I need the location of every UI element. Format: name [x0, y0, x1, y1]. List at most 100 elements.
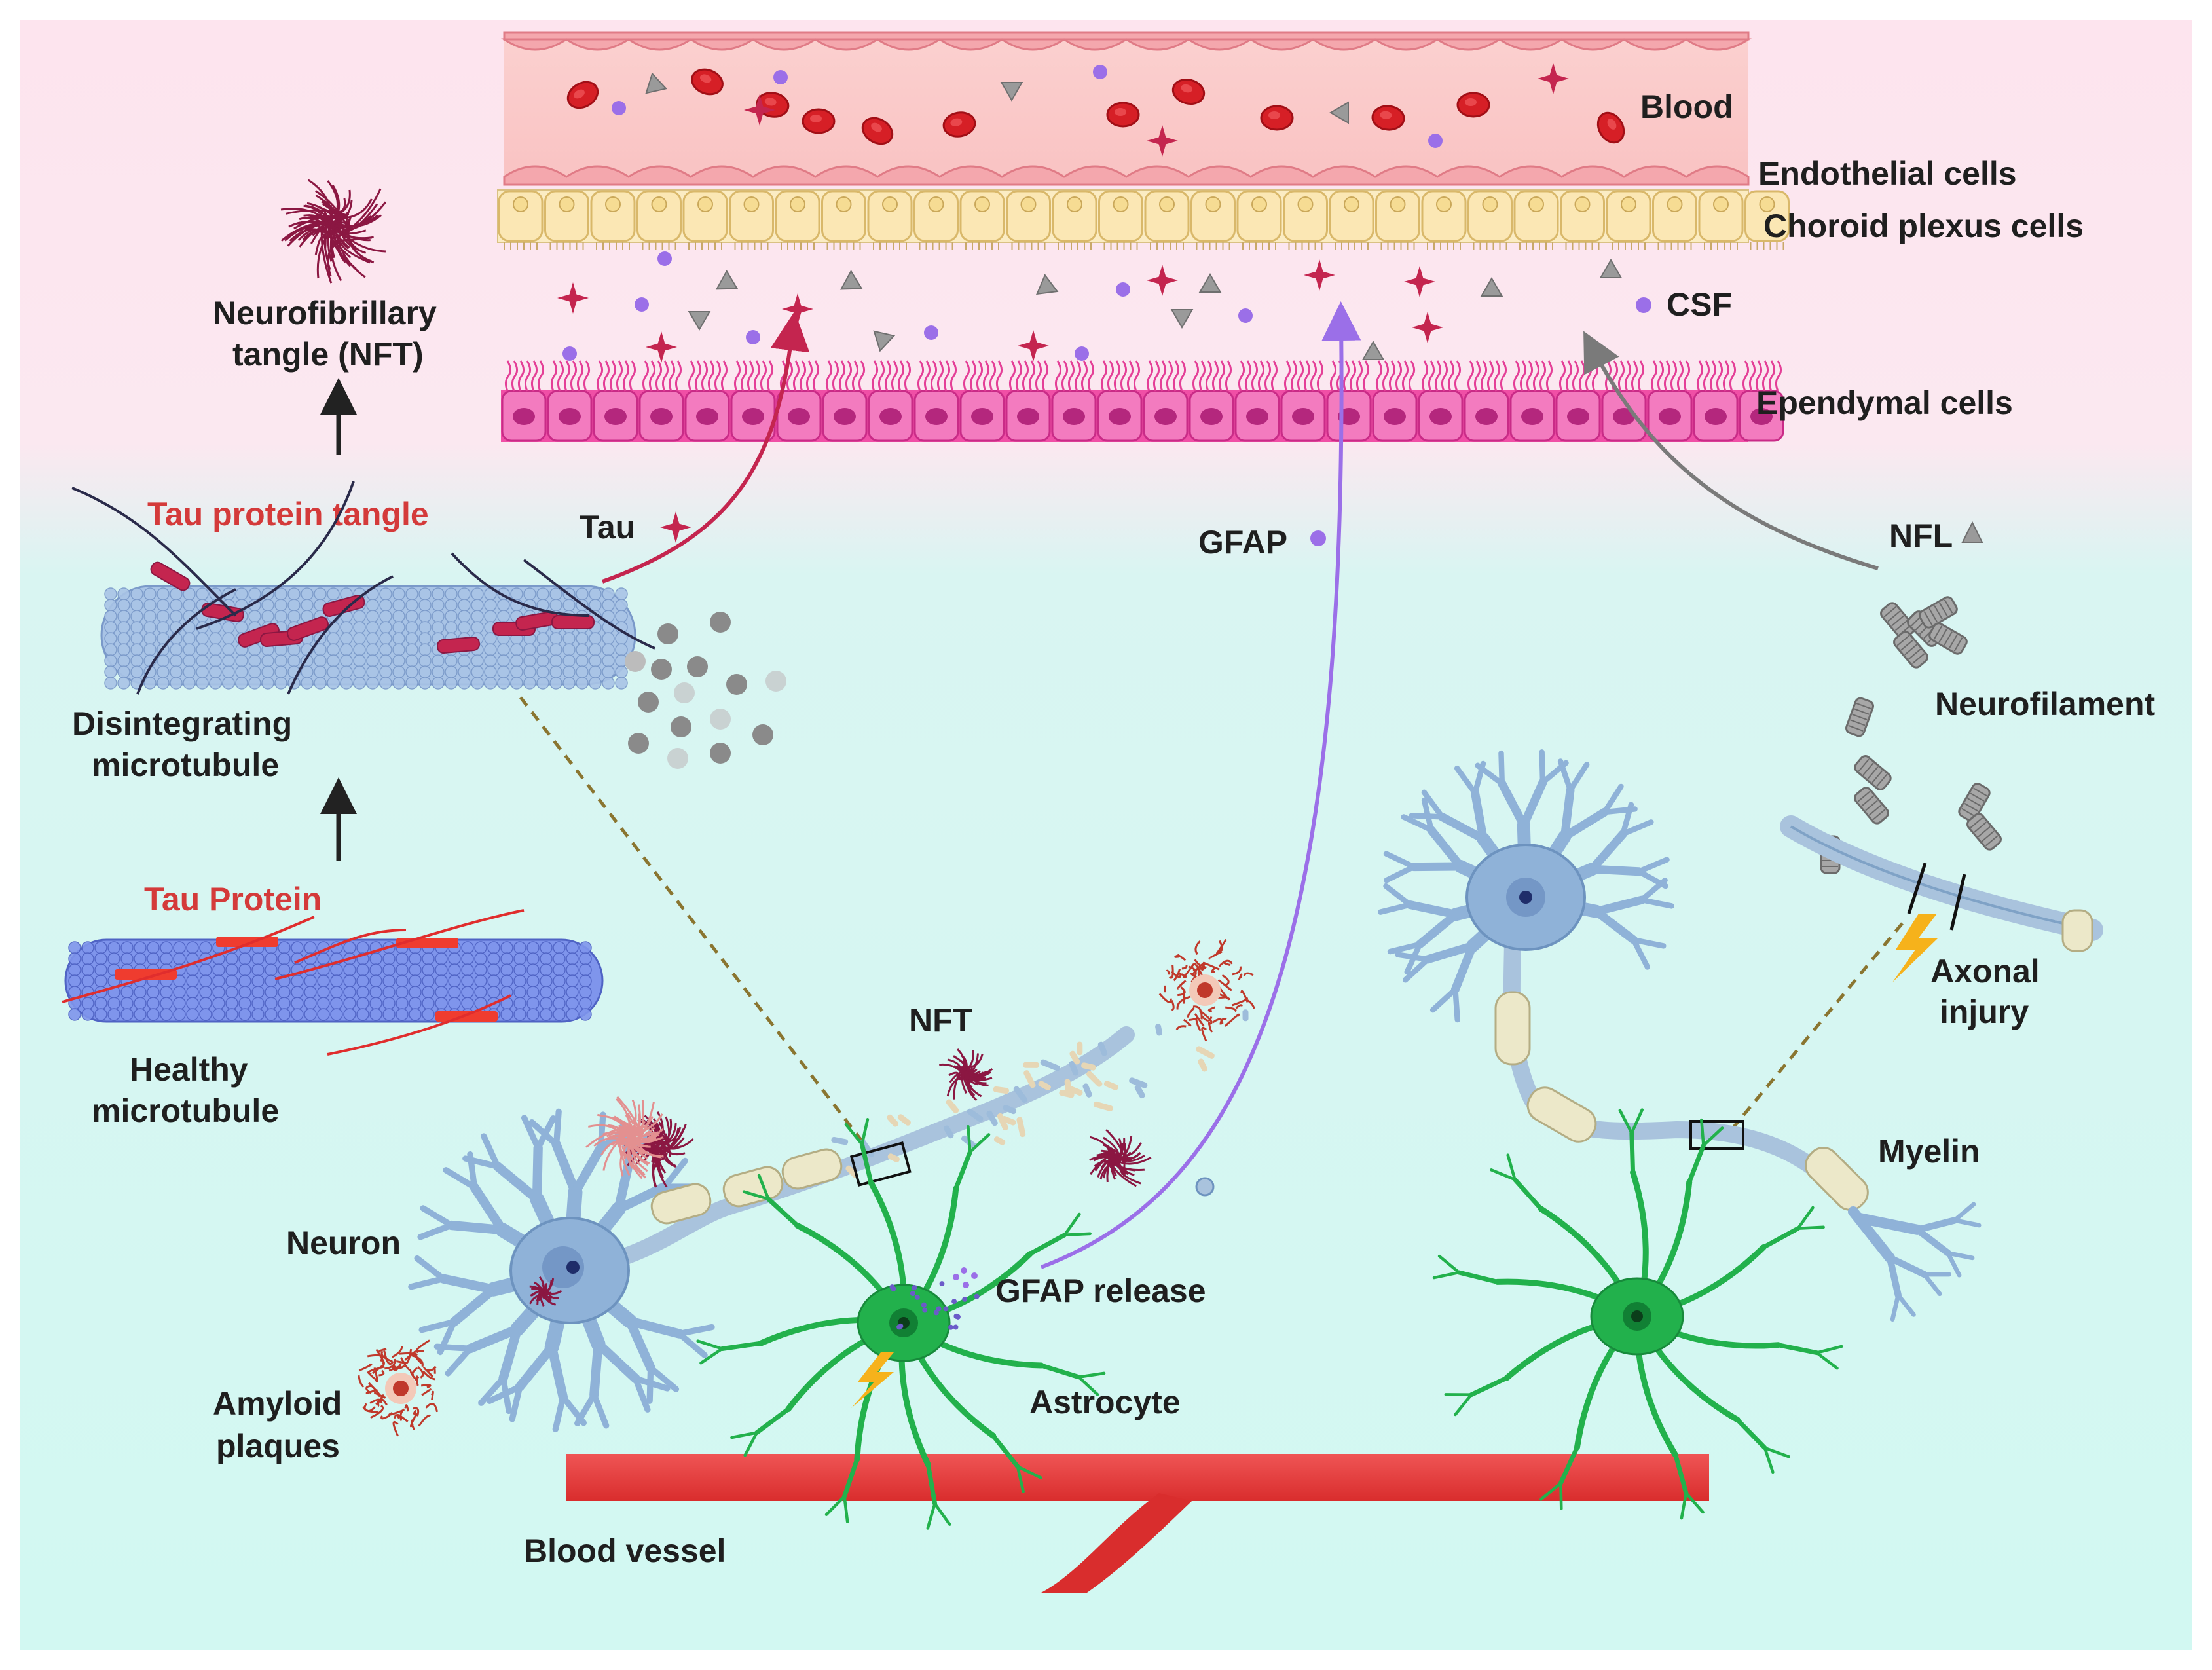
tubulin-dimer: [392, 632, 405, 645]
tubulin-dimer: [117, 610, 130, 623]
tubulin-dimer: [196, 632, 209, 645]
dendrite: [1700, 1118, 1705, 1147]
choroid-nucleus: [651, 196, 667, 212]
dendrite: [1638, 877, 1668, 903]
tubulin-dimer: [396, 974, 409, 988]
tubulin-dimer: [274, 610, 287, 623]
ependymal-cilium: [1617, 360, 1625, 392]
tubulin-dimer: [317, 986, 330, 999]
label-endothelial-cells: Endothelial cells: [1758, 155, 2017, 192]
ependymal-cilium: [583, 360, 591, 392]
tubulin-dimer: [576, 632, 589, 645]
plaque-fiber: [413, 1350, 424, 1356]
ependymal-cilium: [1238, 360, 1245, 392]
arrow-tau-to-csf: [601, 311, 810, 584]
label-amyloid-line2: plaques: [216, 1428, 340, 1464]
tubulin-dimer: [222, 643, 235, 656]
neurofilament-stripe: [1934, 605, 1943, 620]
inset-connector-right: [1727, 922, 1904, 1134]
ependymal-cilium: [1310, 360, 1318, 392]
tangle-fiber: [663, 1141, 676, 1167]
plaque-fiber: [400, 1357, 411, 1371]
plaque-fiber: [1219, 1018, 1227, 1025]
tubulin-dimer: [209, 677, 222, 690]
plaque-fiber: [421, 1388, 432, 1396]
plaque-fiber: [1171, 971, 1182, 978]
tubulin-dimer: [366, 677, 379, 690]
dendrite: [1454, 765, 1478, 796]
tubulin-dimer: [120, 941, 134, 954]
tubulin-dimer: [589, 654, 602, 667]
tubulin-dimer: [405, 621, 418, 634]
tangle-fiber: [652, 1123, 677, 1153]
dendrite: [1922, 1272, 1942, 1297]
tubulin-dimer: [104, 587, 117, 601]
plaque-fiber: [383, 1350, 394, 1365]
tubulin-dimer: [471, 654, 484, 667]
tubulin-dimer: [396, 952, 409, 965]
tubulin-dimer: [196, 643, 209, 656]
tubulin-dimer: [356, 986, 369, 999]
gfap-granule: [962, 1296, 968, 1302]
tubulin-dimer: [120, 952, 134, 965]
label-tau-protein: Tau Protein: [144, 881, 322, 918]
gfap-granule: [896, 1324, 902, 1330]
tubulin-dimer: [418, 654, 432, 667]
red-blood-cell-highlight: [764, 98, 777, 106]
tubulin-dimer: [487, 941, 500, 954]
tubulin-dimer: [117, 665, 130, 678]
tau-protein-segment: [115, 969, 177, 980]
neurofilament-stripe: [1938, 628, 1948, 643]
ependymal-cilium: [504, 360, 512, 392]
tubulin-dimer: [327, 632, 340, 645]
ependymal-cilium: [949, 360, 957, 392]
nfl-triangle-icon: [873, 330, 896, 352]
choroid-cell: [1698, 190, 1744, 242]
tubulin-dimer: [265, 963, 278, 976]
neurofilament: [1854, 755, 1892, 790]
tangle-fiber: [633, 1118, 636, 1135]
gfap-legend-dot-icon: [1310, 530, 1326, 546]
tubulin-dimer: [134, 941, 147, 954]
tubulin-dimer: [235, 621, 248, 634]
tubulin-dimer: [366, 643, 379, 656]
tubulin-dimer: [107, 997, 120, 1010]
tubulin-dimer: [107, 1008, 120, 1021]
choroid-nucleus: [790, 196, 805, 212]
tau-strand: [274, 909, 525, 980]
ependymal-nucleus: [650, 408, 673, 425]
tau-strand: [287, 575, 394, 695]
ependymal-cilium: [1401, 360, 1409, 392]
tubulin-dimer: [526, 1008, 540, 1021]
choroid-cell: [498, 190, 544, 242]
plaque-fiber: [1191, 963, 1204, 976]
tubulin-dimer: [536, 632, 549, 645]
ependymal-cilium: [720, 360, 728, 392]
tubulin-dimer: [265, 974, 278, 988]
neuron-nucleolus: [1519, 891, 1532, 904]
ependymal-cilium: [1395, 360, 1403, 392]
choroid-nucleus: [1759, 196, 1775, 212]
ependymal-cilium: [1637, 360, 1645, 392]
tubulin-dimer: [500, 974, 513, 988]
plaque-center: [393, 1381, 409, 1396]
tubulin-dimer: [432, 654, 445, 667]
ependymal-nucleus: [834, 408, 856, 425]
tubulin-dimer: [366, 599, 379, 612]
choroid-cell: [1560, 190, 1605, 242]
tubulin-dimer: [157, 654, 170, 667]
dendrite: [1914, 1226, 1951, 1257]
tubulin-dimer: [418, 587, 432, 601]
tubulin-dimer: [353, 632, 366, 645]
ependymal-cilium: [805, 360, 813, 392]
tubulin-dimer: [117, 643, 130, 656]
ependymal-cilium: [969, 360, 977, 392]
tau-star-icon: [646, 331, 677, 363]
tubulin-dimer: [160, 997, 173, 1010]
plaque-fiber: [421, 1384, 432, 1389]
tubulin-dimer: [579, 952, 592, 965]
choroid-cell: [590, 190, 636, 242]
tubulin-dimer: [576, 587, 589, 601]
tubulin-dimer: [304, 986, 317, 999]
plaque-fiber: [1215, 938, 1227, 955]
